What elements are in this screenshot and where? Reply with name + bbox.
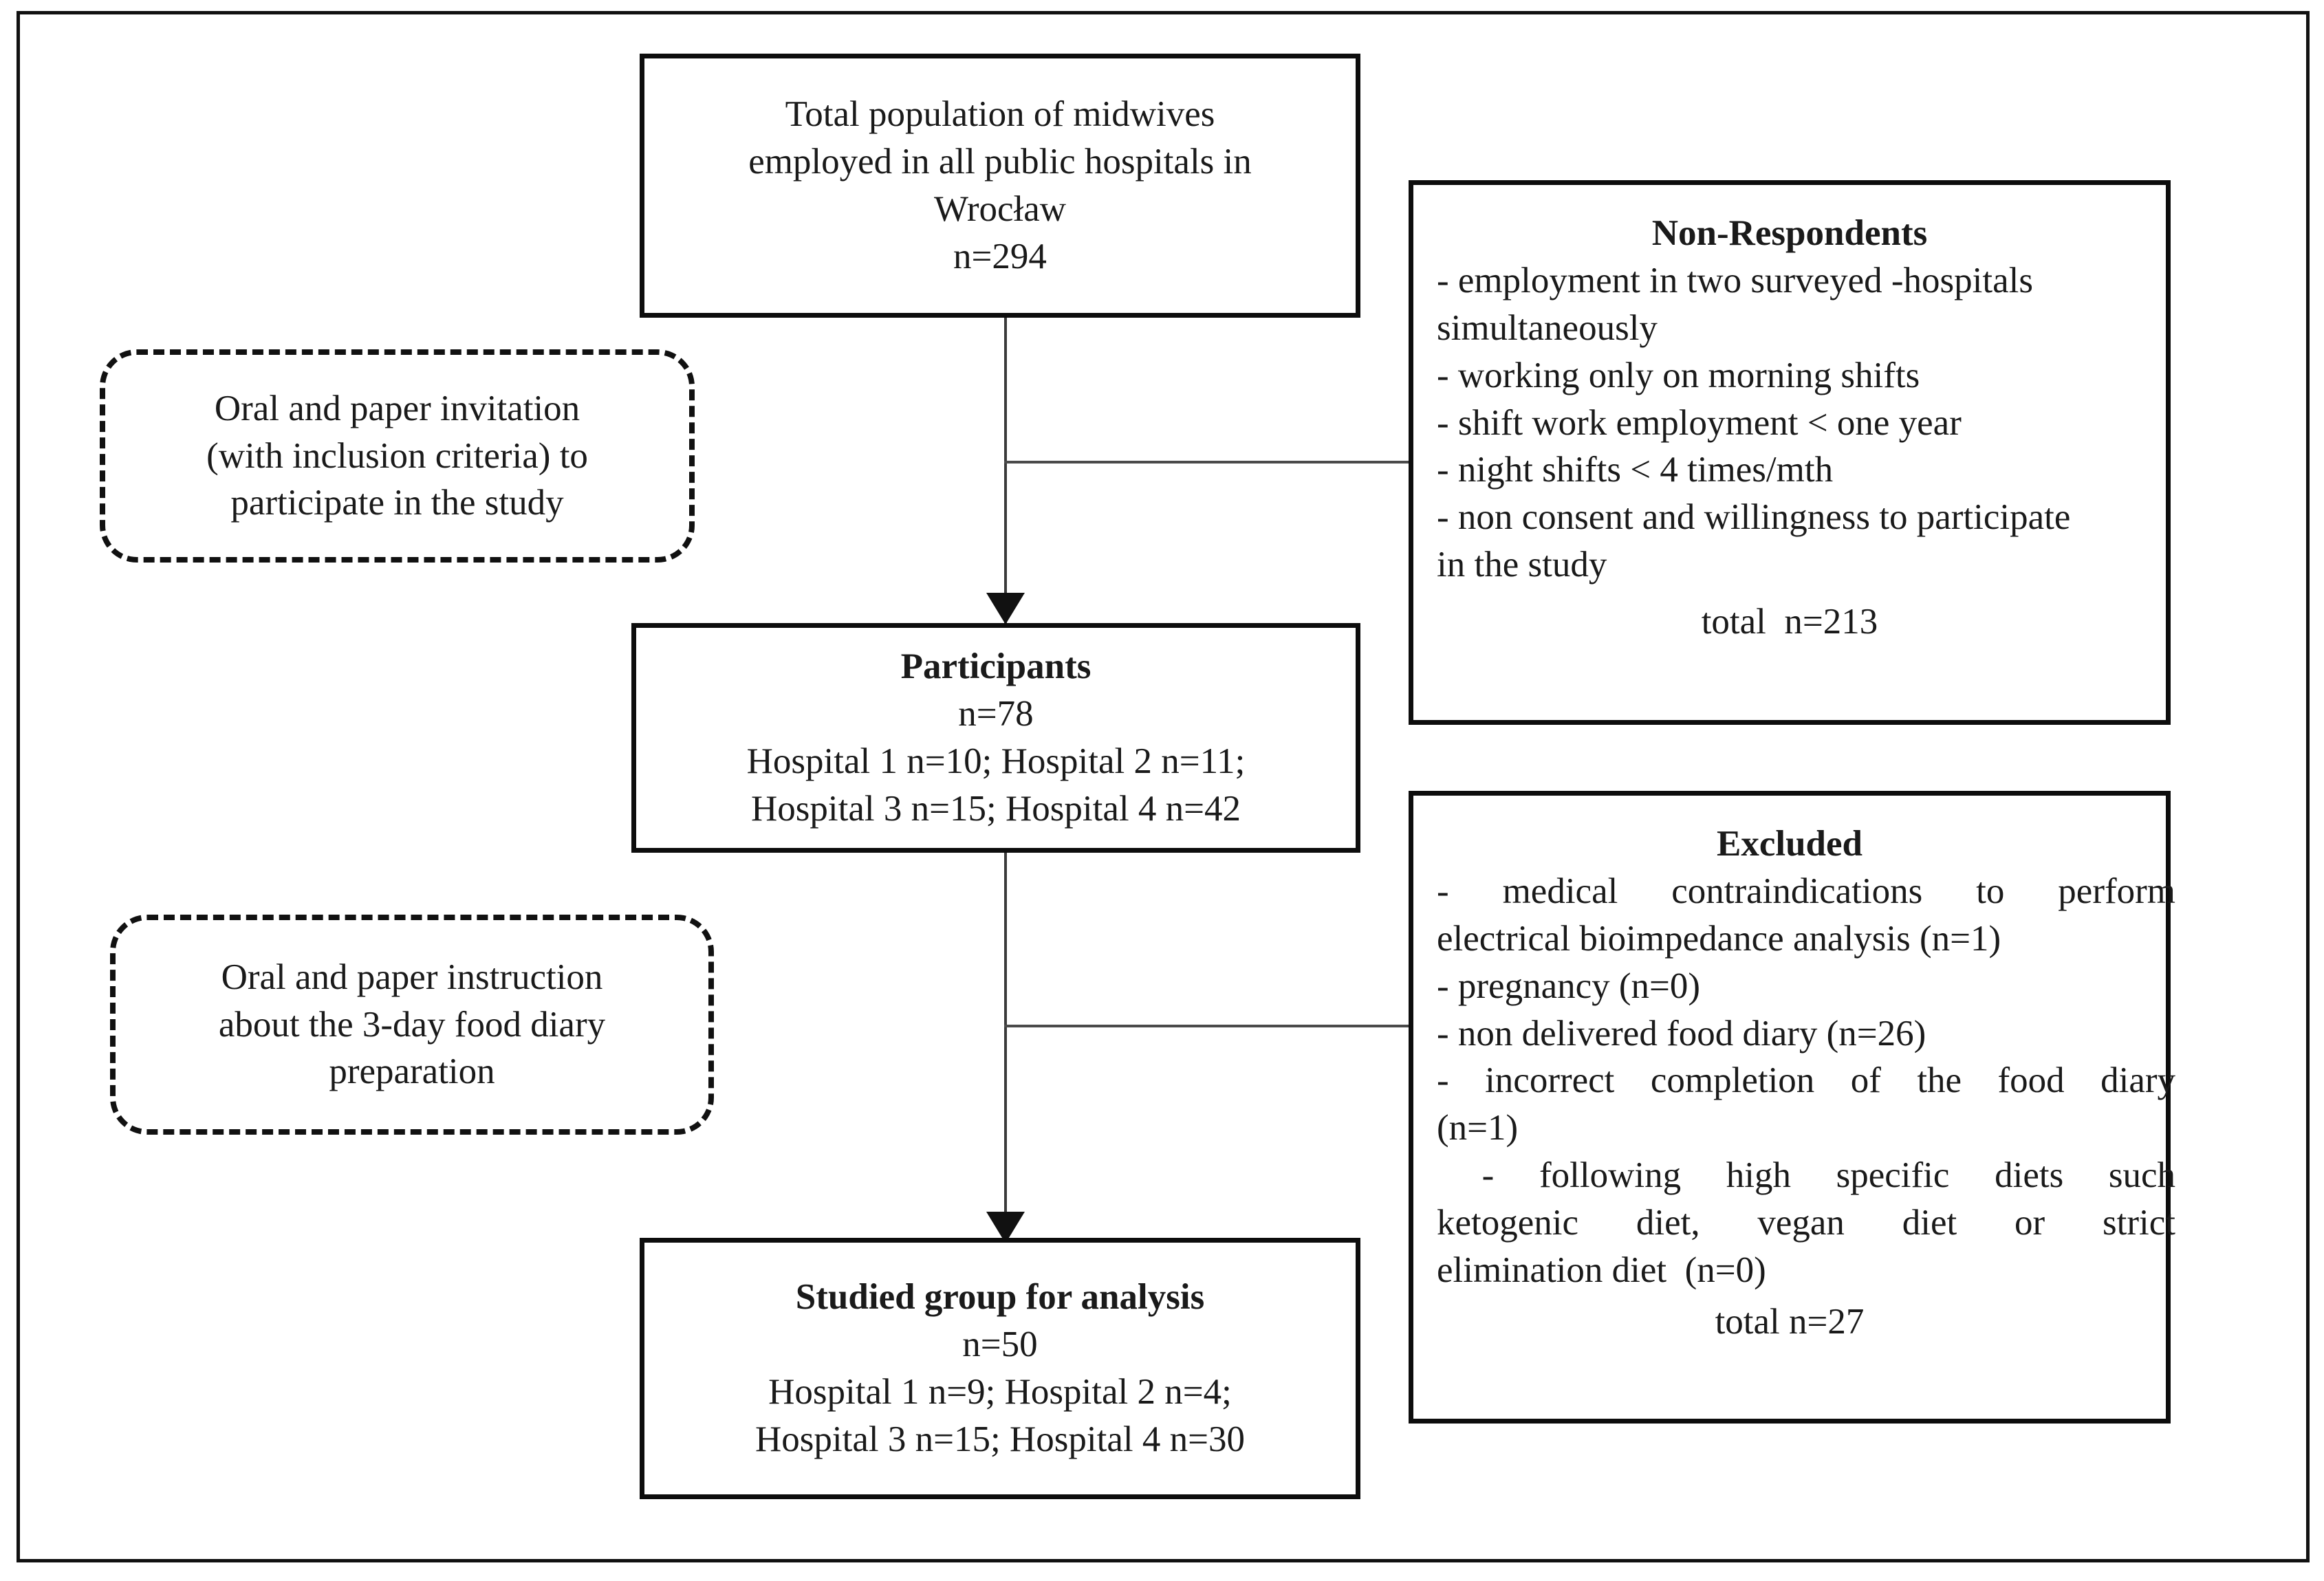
studied-group-hospitals-line-2: Hospital 3 n=15; Hospital 4 n=30: [755, 1419, 1245, 1459]
participants-hospitals-line-2: Hospital 3 n=15; Hospital 4 n=42: [751, 788, 1241, 829]
outer-frame-border: [17, 11, 2310, 1562]
participants-heading: Participants: [900, 646, 1092, 687]
total-population-count: n=294: [953, 236, 1047, 276]
non-respondents-item-5-cont: in the study: [1437, 545, 1607, 585]
invitation-line-1: Oral and paper invitation: [214, 388, 580, 428]
invitation-line-3: participate in the study: [230, 483, 564, 523]
box-invitation-note: Oral and paper invitation (with inclusio…: [100, 349, 695, 563]
excluded-item-2: - pregnancy (n=0): [1437, 966, 1701, 1006]
excluded-item-1-cont: electrical bioimpedance analysis (n=1): [1437, 918, 2001, 959]
instruction-line-1: Oral and paper instruction: [221, 957, 603, 997]
box-instruction-note: Oral and paper instruction about the 3-d…: [110, 915, 714, 1135]
non-respondents-item-1-cont: simultaneously: [1437, 307, 1658, 348]
instruction-line-2: about the 3-day food diary: [218, 1004, 606, 1045]
total-population-line-2: employed in all public hospitals in: [748, 142, 1252, 182]
non-respondents-total: total n=213: [1701, 602, 1878, 642]
excluded-item-4-cont: (n=1): [1437, 1108, 1519, 1148]
total-population-line-3: Wrocław: [933, 189, 1067, 229]
box-participants: Participants n=78 Hospital 1 n=10; Hospi…: [631, 623, 1360, 853]
connector-line-to-excluded: [1004, 1025, 1411, 1027]
excluded-total: total n=27: [1715, 1301, 1865, 1342]
box-studied-group: Studied group for analysis n=50 Hospital…: [640, 1238, 1360, 1499]
non-respondents-item-4: - night shifts < 4 times/mth: [1437, 450, 1834, 490]
non-respondents-item-1: - employment in two surveyed -hospitals: [1437, 260, 2033, 301]
excluded-item-1: - medical contraindications to perform: [1437, 871, 2175, 911]
participants-hospitals-line-1: Hospital 1 n=10; Hospital 2 n=11;: [746, 741, 1246, 781]
box-excluded: Excluded - medical contraindications to …: [1409, 791, 2175, 1424]
connector-line-top-to-participants: [1004, 318, 1007, 626]
connector-line-participants-to-studied: [1004, 853, 1007, 1243]
studied-group-count: n=50: [962, 1324, 1038, 1365]
non-respondents-heading: Non-Respondents: [1651, 213, 1928, 253]
excluded-item-5-cont-b: elimination diet (n=0): [1437, 1250, 1766, 1291]
box-total-population: Total population of midwives employed in…: [640, 54, 1360, 318]
instruction-line-3: preparation: [329, 1051, 495, 1092]
excluded-item-3: - non delivered food diary (n=26): [1437, 1013, 1926, 1054]
non-respondents-item-5: - non consent and willingness to partici…: [1437, 497, 2071, 538]
excluded-heading: Excluded: [1716, 824, 1863, 864]
studied-group-heading: Studied group for analysis: [795, 1277, 1205, 1318]
box-non-respondents: Non-Respondents - employment in two surv…: [1409, 180, 2171, 725]
arrowhead-to-participants: [986, 593, 1025, 624]
excluded-item-5: - following high specific diets such: [1437, 1155, 2175, 1196]
connector-line-to-non-respondents: [1004, 461, 1411, 464]
non-respondents-item-2: - working only on morning shifts: [1437, 355, 1920, 395]
total-population-line-1: Total population of midwives: [785, 94, 1215, 135]
participants-count: n=78: [958, 694, 1034, 734]
non-respondents-item-3: - shift work employment < one year: [1437, 402, 1962, 443]
studied-group-hospitals-line-1: Hospital 1 n=9; Hospital 2 n=4;: [768, 1372, 1232, 1412]
excluded-item-4: - incorrect completion of the food diary: [1437, 1060, 2175, 1101]
invitation-line-2: (with inclusion criteria) to: [206, 435, 588, 476]
excluded-item-5-cont-a: ketogenic diet, vegan diet or strict: [1437, 1203, 2175, 1243]
